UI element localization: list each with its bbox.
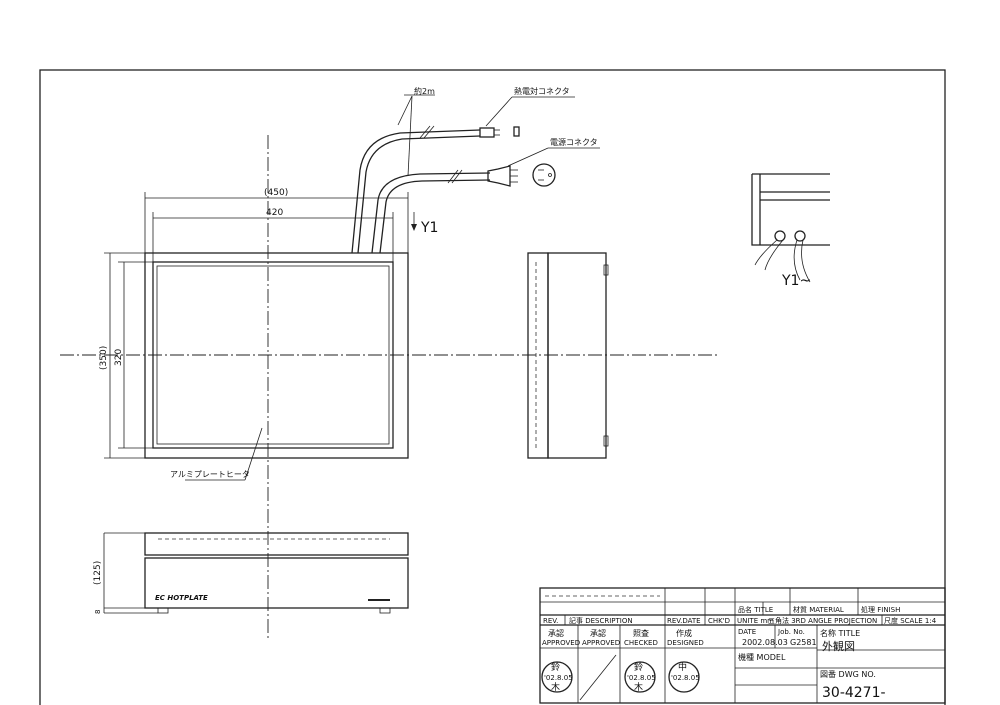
svg-text:機種 MODEL: 機種 MODEL — [738, 652, 786, 662]
svg-text:'02.8.05: '02.8.05 — [671, 674, 700, 682]
svg-text:木: 木 — [551, 681, 560, 693]
svg-text:DATE: DATE — [738, 628, 756, 636]
job-number: G2581 — [790, 638, 817, 647]
svg-text:REV.DATE: REV.DATE — [667, 617, 701, 625]
checked-stamp: 鈴 '02.8.05 木 — [624, 661, 656, 693]
view-label-y1: Y1~ — [781, 273, 811, 289]
dim-width-plate: 420 — [266, 208, 283, 218]
svg-text:品名 TITLE: 品名 TITLE — [738, 605, 773, 614]
dim-depth-overall: (350) — [99, 346, 109, 370]
svg-text:鈴: 鈴 — [551, 661, 560, 673]
scale-value: 1:4 — [925, 617, 937, 625]
svg-text:中: 中 — [678, 661, 687, 673]
side-view — [527, 252, 609, 459]
svg-text:UNITE mm: UNITE mm — [737, 617, 774, 625]
drawing-border — [39, 69, 946, 705]
svg-text:照査: 照査 — [633, 628, 649, 638]
thermocouple-connector-label: 熱電対コネクタ — [514, 86, 570, 96]
title-block: 品名 TITLE 材質 MATERIAL 処理 FINISH REV. 記事 D… — [539, 587, 946, 704]
svg-text:名称 TITLE: 名称 TITLE — [820, 628, 860, 638]
svg-text:APPROVED: APPROVED — [542, 639, 580, 647]
designed-stamp: 中 '02.8.05 — [668, 661, 700, 693]
outlet-icon — [532, 163, 556, 187]
brand-label: EC HOTPLATE — [155, 594, 208, 602]
detail-view-y1: Y1~ — [751, 173, 830, 289]
approval-stamp: 鈴 '02.8.05 木 — [541, 661, 573, 693]
date-value: 2002.08.03 — [742, 638, 788, 647]
svg-text:尺度 SCALE 1:4: 尺度 SCALE 1:4 — [884, 616, 937, 625]
top-view: 約2m 熱電対コネクタ 電源コネクタ アルミプレートヒータ (450) 420 … — [99, 86, 600, 481]
thermocouple-plug — [479, 127, 495, 138]
power-connector-label: 電源コネクタ — [550, 138, 598, 147]
svg-text:鈴: 鈴 — [634, 661, 643, 673]
svg-text:Job. No.: Job. No. — [777, 628, 805, 636]
svg-text:木: 木 — [634, 681, 643, 693]
svg-text:REV.: REV. — [543, 617, 558, 625]
svg-text:作成: 作成 — [676, 628, 692, 638]
cable-length-label: 約2m — [414, 86, 435, 96]
svg-text:三角法 3RD ANGLE PROJECTION: 三角法 3RD ANGLE PROJECTION — [768, 616, 877, 625]
view-marker-y1: Y1 — [420, 220, 438, 236]
drawing-number: 30-4271- — [822, 685, 886, 701]
svg-text:CHK'D: CHK'D — [708, 617, 730, 625]
svg-text:材質 MATERIAL: 材質 MATERIAL — [793, 605, 844, 614]
power-plug — [487, 165, 511, 187]
front-view: EC HOTPLATE (125) 8 — [93, 532, 409, 614]
svg-text:'02.8.05: '02.8.05 — [544, 674, 573, 682]
svg-text:処理 FINISH: 処理 FINISH — [861, 605, 900, 614]
dim-width-overall: (450) — [264, 188, 288, 198]
dim-depth-plate: 320 — [114, 349, 124, 366]
svg-text:記事 DESCRIPTION: 記事 DESCRIPTION — [569, 616, 633, 625]
drawing-title: 外観図 — [822, 639, 855, 653]
svg-text:'02.8.05: '02.8.05 — [627, 674, 656, 682]
svg-text:DESIGNED: DESIGNED — [667, 639, 704, 647]
svg-text:図番 DWG NO.: 図番 DWG NO. — [820, 669, 876, 679]
svg-text:承認: 承認 — [590, 628, 606, 638]
svg-text:APPROVED: APPROVED — [582, 639, 620, 647]
plate-heater-label: アルミプレートヒータ — [170, 470, 250, 479]
dim-foot: 8 — [94, 610, 102, 614]
dim-height-overall: (125) — [93, 561, 103, 585]
svg-text:CHECKED: CHECKED — [624, 639, 658, 647]
svg-text:承認: 承認 — [548, 628, 564, 638]
